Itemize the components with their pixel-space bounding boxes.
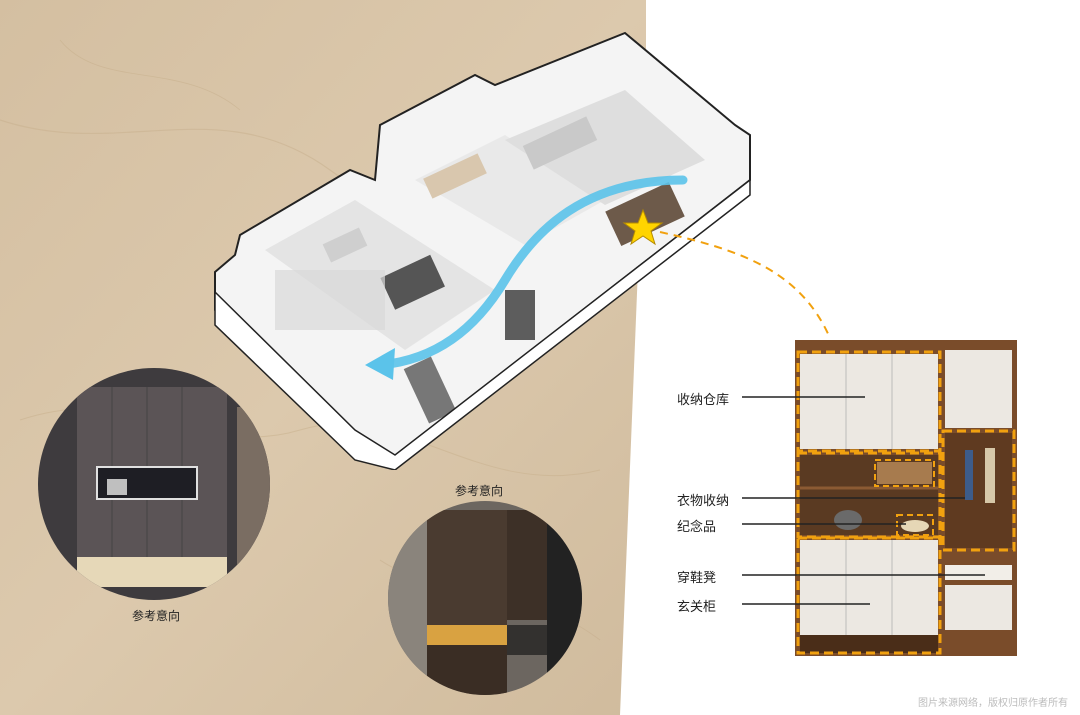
reference-image-left [38, 368, 270, 600]
label-entry-cabinet: 玄关柜 [677, 600, 717, 615]
caption-left: 参考意向 [132, 609, 181, 623]
label-clothes: 衣物收纳 [677, 494, 730, 509]
caption-right: 参考意向 [455, 484, 504, 498]
label-storage: 收纳仓库 [677, 393, 730, 408]
label-souvenir: 纪念品 [677, 520, 717, 535]
label-shoe-bench: 穿鞋凳 [677, 571, 717, 586]
reference-image-right [388, 501, 582, 695]
cabinet-diagram [795, 340, 1017, 656]
star-icon [622, 208, 664, 246]
flow-arrow-icon [375, 175, 688, 370]
isometric-floor-plan [214, 31, 751, 470]
credit-text: 图片来源网络，版权归原作者所有 [918, 698, 1068, 709]
